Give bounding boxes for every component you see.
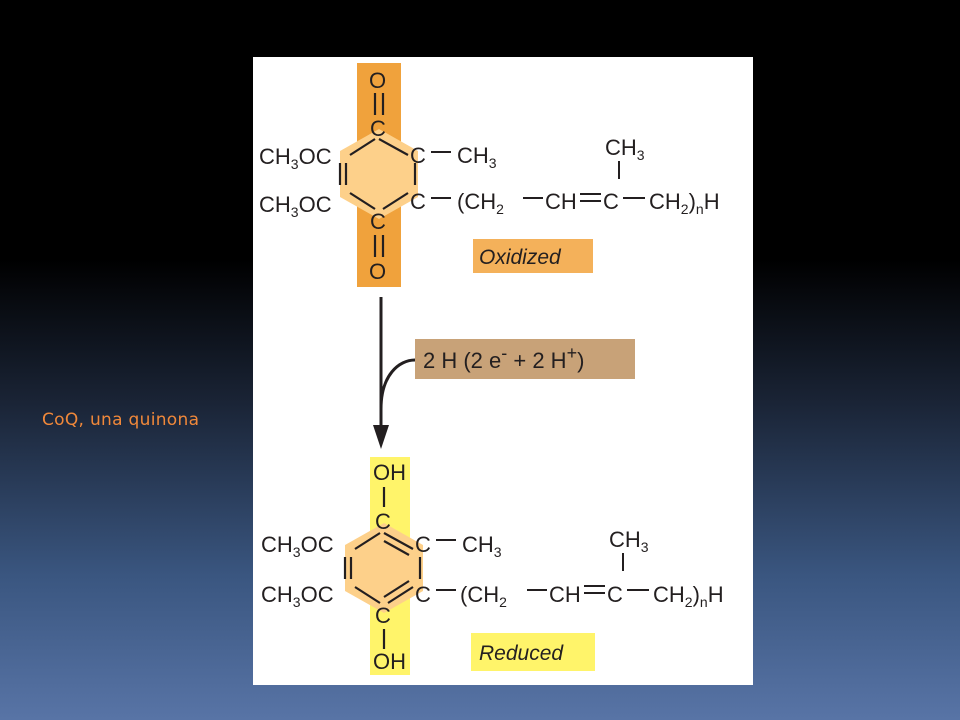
oxidized-side-chain-c: C [603,189,619,214]
ring-double-bond [383,540,410,556]
oxidized-side-chain-ch2: CH2)nH [649,189,720,217]
reduced-label: Reduced [479,642,564,665]
reduced-top-hydroxyl: OH [373,460,406,485]
oxidized-branch-methyl: CH3 [605,135,645,163]
reaction-label-box [415,339,635,379]
reaction-label: 2 H (2 e- + 2 H+) [423,343,584,373]
reaction-arrow-head [373,425,389,449]
reduced-side-chain-ch: CH [549,582,581,607]
reaction-arrow: 2 H (2 e- + 2 H+) [373,297,635,449]
coq-redox-figure: O C C O CH3OC CH3OC C C CH3 (CH2 CH C CH… [253,57,753,685]
reduced-side-chain-ch2: CH2)nH [653,582,724,610]
reduced-side-chain-open: (CH2 [460,582,507,610]
reduced-methyl: CH3 [462,532,502,560]
oxidized-ring [340,129,418,219]
ring-bond [349,138,376,156]
reduced-top-carbon: C [375,509,391,534]
reaction-curved-arrow [379,358,416,410]
ring-double-bond [383,580,410,598]
oxidized-side-chain-open: (CH2 [457,189,504,217]
ring-bond [354,532,381,550]
reduced-right-upper-carbon: C [415,532,431,557]
oxidized-top-oxygen: O [369,68,386,93]
oxidized-right-lower-carbon: C [410,189,426,214]
ring-bond [378,138,409,156]
ring-double-bond [383,532,414,550]
ring-bond [382,192,409,210]
ring-bond [354,586,381,604]
oxidized-label: Oxidized [479,246,562,269]
oxidized-bottom-carbon: C [370,209,386,234]
ring-bond [349,192,376,210]
oxidized-methoxy-lower: CH3OC [259,192,332,220]
reduced-structure: OH C C OH CH3OC CH3OC C C CH3 (CH2 CH C … [261,457,724,675]
reduced-label-box [471,633,595,671]
coq-structure-diagram: O C C O CH3OC CH3OC C C CH3 (CH2 CH C CH… [259,63,724,675]
reduced-bottom-hydroxyl: OH [373,649,406,674]
oxidized-methyl: CH3 [457,143,497,171]
reduced-methoxy-lower: CH3OC [261,582,334,610]
oxidized-label-box [473,239,593,273]
reduced-ring [345,523,423,613]
oxidized-bottom-oxygen: O [369,259,386,284]
slide-caption: CoQ, una quinona [42,410,200,430]
ring-double-bond [387,586,414,604]
reduced-right-lower-carbon: C [415,582,431,607]
oxidized-right-upper-carbon: C [410,143,426,168]
reduced-side-chain-c: C [607,582,623,607]
oxidized-side-chain-ch: CH [545,189,577,214]
reduced-methoxy-upper: CH3OC [261,532,334,560]
reduced-bottom-carbon: C [375,603,391,628]
oxidized-methoxy-upper: CH3OC [259,144,332,172]
oxidized-structure: O C C O CH3OC CH3OC C C CH3 (CH2 CH C CH… [259,63,720,287]
reduced-branch-methyl: CH3 [609,527,649,555]
oxidized-top-carbon: C [370,116,386,141]
